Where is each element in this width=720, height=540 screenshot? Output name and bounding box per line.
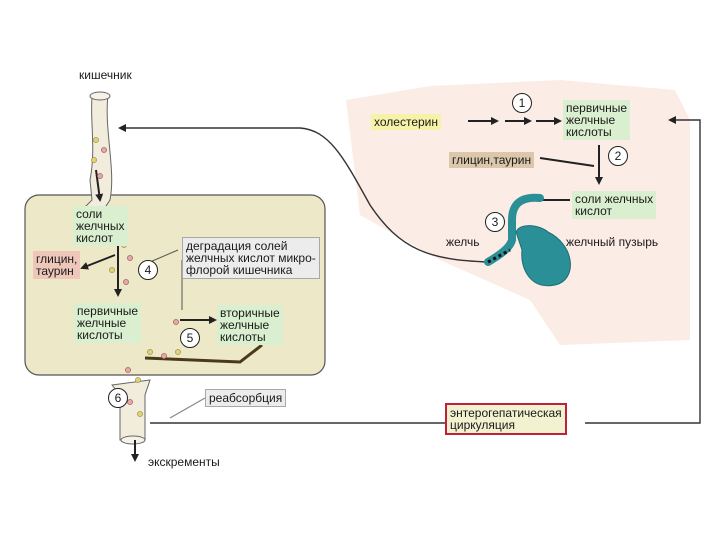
- reabsorption-pointer: [169, 397, 206, 419]
- bile-salts-gut-box: соли желчных кислот: [73, 206, 128, 246]
- bile-duct-stripe: [487, 248, 511, 264]
- liver-region: [346, 80, 690, 345]
- secondary-acids-box: вторичные желчные кислоты: [217, 305, 283, 345]
- excrement-label: экскременты: [148, 455, 220, 469]
- primary-acids-gut-box: первичные желчные кислоты: [74, 303, 142, 343]
- intestine-region: [24, 194, 326, 376]
- degradation-box: деградация солей желчных кислот микро- ф…: [182, 237, 320, 279]
- molecule-dot: [173, 319, 179, 325]
- arrow-into-gut: [95, 169, 104, 202]
- arrow-to-glycine: [80, 254, 116, 270]
- molecule-dot: [93, 137, 99, 143]
- cholesterol-box: холестерин: [371, 114, 441, 130]
- step-3-badge: 3: [485, 212, 505, 232]
- enterohepatic-box: энтерогепатическая циркуляция: [445, 403, 567, 435]
- reabsorption-box: реабсорбция: [205, 389, 287, 407]
- molecule-dot: [123, 279, 129, 285]
- molecule-dot: [97, 173, 103, 179]
- step-2-badge: 2: [608, 146, 628, 166]
- return-to-intestine-line: [118, 124, 489, 263]
- molecule-dot: [127, 399, 133, 405]
- degradation-pointer: [149, 249, 179, 263]
- step-1-badge: 1: [512, 93, 532, 113]
- intestine-label: кишечник: [79, 68, 132, 82]
- brown-duct: [144, 343, 263, 364]
- molecule-dot: [91, 157, 97, 163]
- molecule-dot: [127, 255, 133, 261]
- bile-label: желчь: [446, 235, 480, 249]
- molecule-dot: [175, 349, 181, 355]
- step-5-badge: 5: [180, 328, 200, 348]
- molecule-dots: [91, 137, 181, 417]
- molecule-dot: [101, 147, 107, 153]
- gallbladder-label: желчный пузырь: [566, 235, 659, 249]
- molecule-dot: [135, 377, 141, 383]
- molecule-dot: [125, 367, 131, 373]
- molecule-dot: [147, 349, 153, 355]
- intestine-opening: [89, 91, 111, 101]
- molecule-dot: [109, 267, 115, 273]
- molecule-dot: [161, 353, 167, 359]
- glycine-taurine-liver-box: глицин,таурин: [449, 152, 535, 168]
- gallbladder-shape: [515, 225, 571, 287]
- step-6-badge: 6: [108, 388, 128, 408]
- bile-salts-liver-box: соли желчных кислот: [572, 191, 657, 219]
- glycine-taurine-gut-box: глицин, таурин: [33, 251, 81, 279]
- arrow-glycine-in: [539, 157, 595, 167]
- molecule-dot: [137, 411, 143, 417]
- lower-opening: [120, 435, 146, 445]
- enterohepatic-line-right: [585, 116, 701, 424]
- primary-acids-liver-box: первичные желчные кислоты: [563, 100, 631, 140]
- step-4-badge: 4: [138, 260, 158, 280]
